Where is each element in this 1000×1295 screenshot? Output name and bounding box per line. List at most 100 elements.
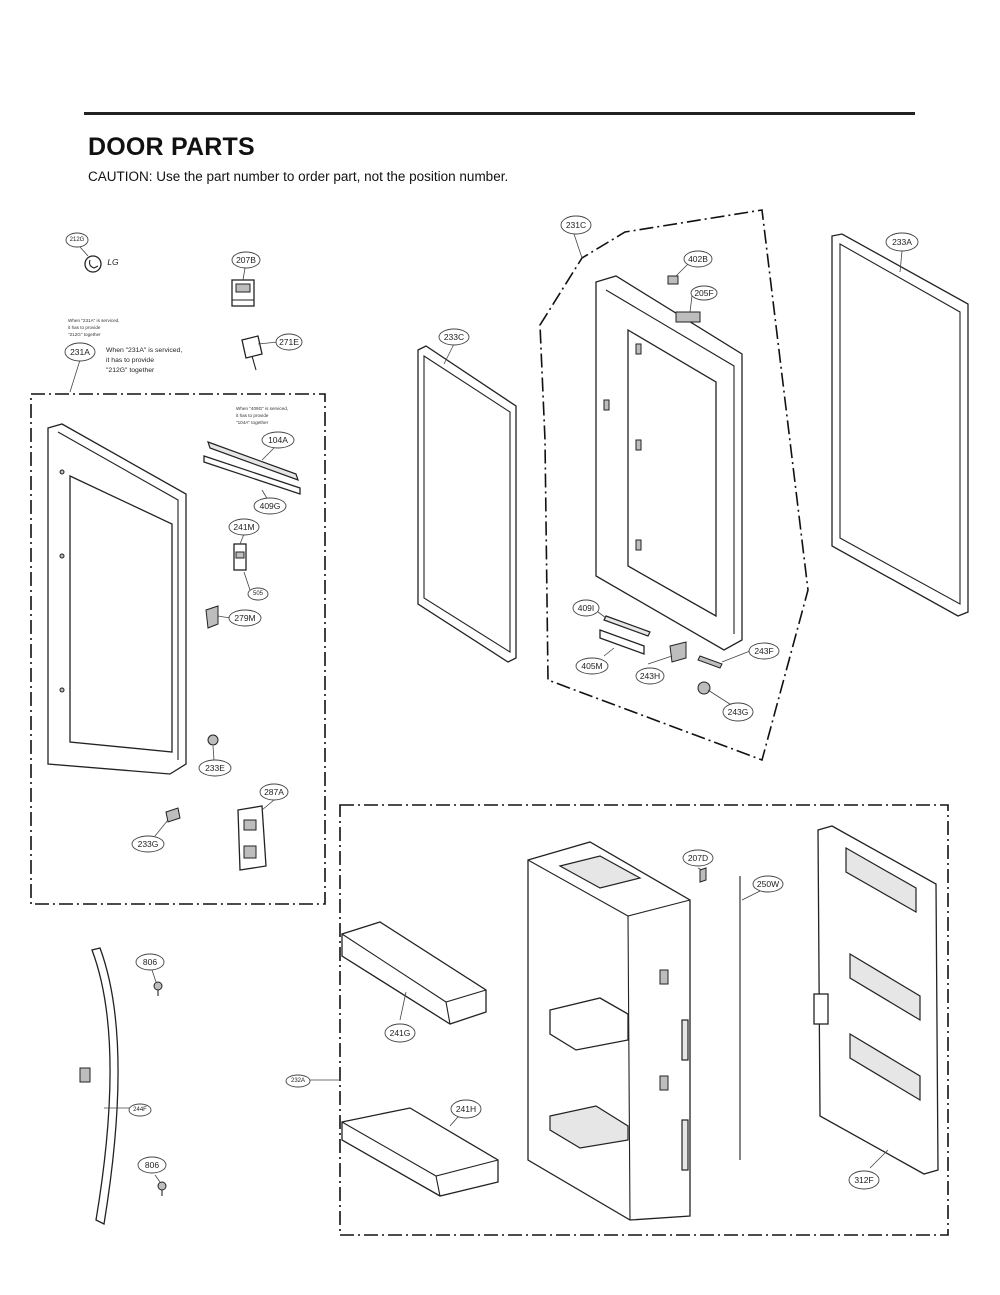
part-241G-bin bbox=[341, 921, 487, 1025]
callout-207D: 207D bbox=[682, 849, 714, 867]
svg-text:233A: 233A bbox=[892, 237, 912, 247]
callout-104A: 104A bbox=[261, 431, 295, 449]
callout-233E: 233E bbox=[198, 759, 232, 777]
part-243G-shape bbox=[697, 681, 711, 695]
svg-text:it has to provide: it has to provide bbox=[236, 413, 269, 418]
part-233E-shape bbox=[207, 734, 219, 746]
svg-text:"104A" together: "104A" together bbox=[236, 420, 269, 425]
note-231A: When "231A" is serviced, it has to provi… bbox=[106, 347, 182, 374]
callout-243H: 243H bbox=[635, 667, 665, 685]
svg-text:212G: 212G bbox=[70, 237, 85, 243]
part-233A-gasket bbox=[831, 233, 969, 617]
svg-text:405M: 405M bbox=[581, 661, 602, 671]
group-232A-boundary bbox=[339, 804, 949, 1236]
svg-text:When "231A" is serviced,: When "231A" is serviced, bbox=[106, 347, 182, 354]
callout-233A: 233A bbox=[885, 232, 919, 252]
group-231C-boundary bbox=[539, 209, 809, 762]
part-409I-strip bbox=[603, 615, 651, 637]
part-241M-shape bbox=[233, 543, 247, 571]
lg-logo-mark bbox=[84, 255, 102, 273]
svg-text:When "231A" is serviced,: When "231A" is serviced, bbox=[68, 318, 120, 323]
svg-text:it has to provide: it has to provide bbox=[106, 357, 154, 364]
page-title: DOOR PARTS bbox=[88, 133, 255, 161]
svg-text:312F: 312F bbox=[854, 1175, 873, 1185]
part-241H-bin bbox=[341, 1107, 499, 1197]
callout-250W: 250W bbox=[752, 875, 784, 893]
svg-text:241G: 241G bbox=[390, 1028, 411, 1038]
svg-text:104A: 104A bbox=[268, 435, 288, 445]
callout-231A: 231A bbox=[64, 342, 96, 362]
svg-text:409I: 409I bbox=[578, 603, 595, 613]
part-243H-shape bbox=[669, 641, 687, 663]
svg-text:233G: 233G bbox=[138, 839, 159, 849]
part-271E-shape bbox=[241, 335, 263, 371]
svg-text:241M: 241M bbox=[233, 522, 254, 532]
svg-text:244F: 244F bbox=[133, 1107, 147, 1113]
svg-text:402B: 402B bbox=[688, 254, 708, 264]
svg-text:207D: 207D bbox=[688, 853, 708, 863]
callout-207B: 207B bbox=[231, 251, 261, 269]
svg-text:"212G" together: "212G" together bbox=[68, 332, 101, 337]
callout-409G: 409G bbox=[253, 497, 287, 515]
part-207D-shape bbox=[699, 867, 707, 883]
svg-text:"212G" together: "212G" together bbox=[106, 367, 155, 374]
part-312F-cover bbox=[813, 825, 939, 1175]
svg-text:it has to provide: it has to provide bbox=[68, 325, 101, 330]
part-806-screw-top bbox=[153, 981, 163, 996]
callout-271E: 271E bbox=[275, 333, 303, 351]
callout-241M: 241M bbox=[228, 518, 260, 536]
svg-text:232A: 232A bbox=[291, 1078, 305, 1084]
svg-text:505: 505 bbox=[253, 591, 264, 597]
callout-312F: 312F bbox=[848, 1170, 880, 1190]
part-104A-strip bbox=[207, 441, 299, 481]
callout-241G: 241G bbox=[384, 1023, 416, 1043]
group-231A-boundary bbox=[30, 393, 326, 905]
callout-806-bottom: 806 bbox=[137, 1156, 167, 1174]
part-232A-liner bbox=[527, 841, 691, 1221]
part-409G-strip bbox=[203, 455, 301, 495]
svg-text:409G: 409G bbox=[260, 501, 281, 511]
part-233G-shape bbox=[165, 807, 181, 823]
svg-text:233E: 233E bbox=[205, 763, 225, 773]
svg-text:806: 806 bbox=[145, 1160, 159, 1170]
leader-lines bbox=[69, 233, 903, 1183]
callout-244F: 244F bbox=[128, 1103, 152, 1117]
callout-212G: 212G bbox=[65, 232, 89, 248]
callout-402B: 402B bbox=[683, 250, 713, 268]
part-231A-door bbox=[47, 423, 187, 775]
callout-243G: 243G bbox=[722, 702, 754, 722]
part-279M-shape bbox=[205, 605, 219, 629]
svg-text:205F: 205F bbox=[694, 288, 713, 298]
callout-806-top: 806 bbox=[135, 953, 165, 971]
lg-logo-text: LG bbox=[107, 257, 119, 267]
part-806-screw-bottom bbox=[157, 1181, 167, 1196]
top-rule bbox=[84, 112, 915, 115]
svg-text:806: 806 bbox=[143, 957, 157, 967]
part-243F-shape bbox=[697, 655, 723, 669]
svg-text:When "409G" is serviced,: When "409G" is serviced, bbox=[236, 406, 288, 411]
callout-279M: 279M bbox=[228, 609, 262, 627]
note-231A-small: When "231A" is serviced, it has to provi… bbox=[68, 318, 120, 337]
callout-205F: 205F bbox=[690, 285, 718, 301]
svg-text:287A: 287A bbox=[264, 787, 284, 797]
svg-text:231C: 231C bbox=[566, 220, 586, 230]
svg-text:207B: 207B bbox=[236, 255, 256, 265]
svg-text:243G: 243G bbox=[728, 707, 749, 717]
svg-text:279M: 279M bbox=[234, 613, 255, 623]
part-207B-shape bbox=[231, 279, 255, 307]
note-104A: When "409G" is serviced, it has to provi… bbox=[236, 406, 288, 425]
part-405M-strip bbox=[599, 629, 645, 655]
callout-233C: 233C bbox=[438, 328, 470, 346]
svg-text:231A: 231A bbox=[70, 347, 90, 357]
svg-text:243F: 243F bbox=[754, 646, 773, 656]
part-244F-handle bbox=[79, 947, 119, 1225]
svg-text:233C: 233C bbox=[444, 332, 464, 342]
svg-text:250W: 250W bbox=[757, 879, 779, 889]
lg-logo-part: LG bbox=[84, 255, 119, 273]
svg-text:243H: 243H bbox=[640, 671, 660, 681]
part-231C-inner-door bbox=[595, 275, 743, 651]
part-287A-shape bbox=[237, 805, 267, 871]
callout-405M: 405M bbox=[575, 657, 609, 675]
callout-233G: 233G bbox=[131, 835, 165, 853]
